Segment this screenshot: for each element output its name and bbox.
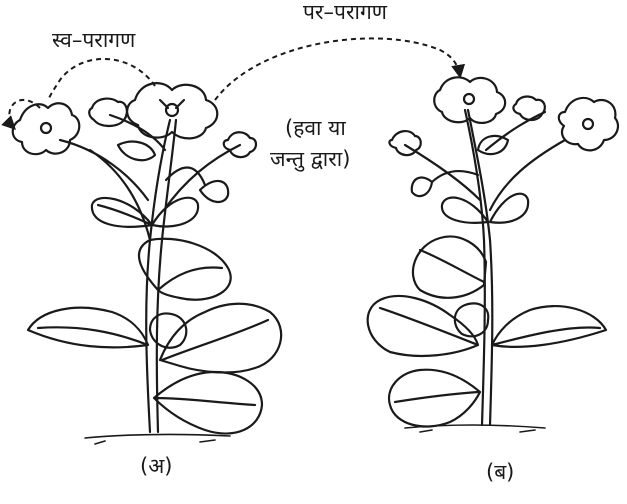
- plant-a-caption: (अ): [140, 456, 172, 477]
- plant-a-leaf: [92, 198, 152, 227]
- plant-a: [13, 83, 281, 444]
- plant-a-ground: [85, 434, 230, 444]
- plant-a-flower-bud: [89, 99, 127, 126]
- plant-b-leaf: [368, 296, 478, 356]
- plant-b-stem-main: [468, 110, 492, 425]
- plant-a-leaf: [28, 308, 148, 348]
- plant-b-flower-bud: [513, 97, 545, 120]
- plant-a-leaf: [118, 142, 155, 161]
- plant-b-stem-secondary: [465, 110, 485, 425]
- plant-a-stem-branch-left: [60, 140, 150, 240]
- self-pollination-label: स्व–परागण: [52, 30, 135, 51]
- cross-pollination-arrow: [215, 38, 460, 100]
- plant-a-leaf: [154, 372, 262, 434]
- plant-a-leaf: [160, 304, 281, 373]
- cross-pollination-label: पर–परागण: [303, 2, 387, 23]
- self-pollination-arrow: [9, 59, 155, 128]
- plant-b-flower-left: [389, 131, 420, 155]
- plant-a-flower-center: [127, 83, 217, 138]
- plant-b-leaf: [413, 237, 486, 298]
- plant-b: [368, 77, 618, 432]
- plant-b-leaf: [389, 370, 480, 427]
- pollination-agent-label-line1: (हवा या: [285, 118, 346, 139]
- plant-b-stem-branch-left: [405, 145, 480, 200]
- plant-a-leaf: [152, 198, 198, 227]
- pollination-agent-label-line2: जन्तु द्वारा): [270, 149, 350, 170]
- plant-a-leaf: [139, 239, 231, 300]
- plant-b-leaf: [455, 303, 488, 336]
- plant-b-caption: (ब): [486, 462, 514, 483]
- plant-a-flower-left: [13, 103, 80, 154]
- plant-b-leaf: [412, 177, 432, 196]
- plant-b-leaf: [492, 306, 606, 347]
- plant-b-flower-right: [559, 98, 618, 150]
